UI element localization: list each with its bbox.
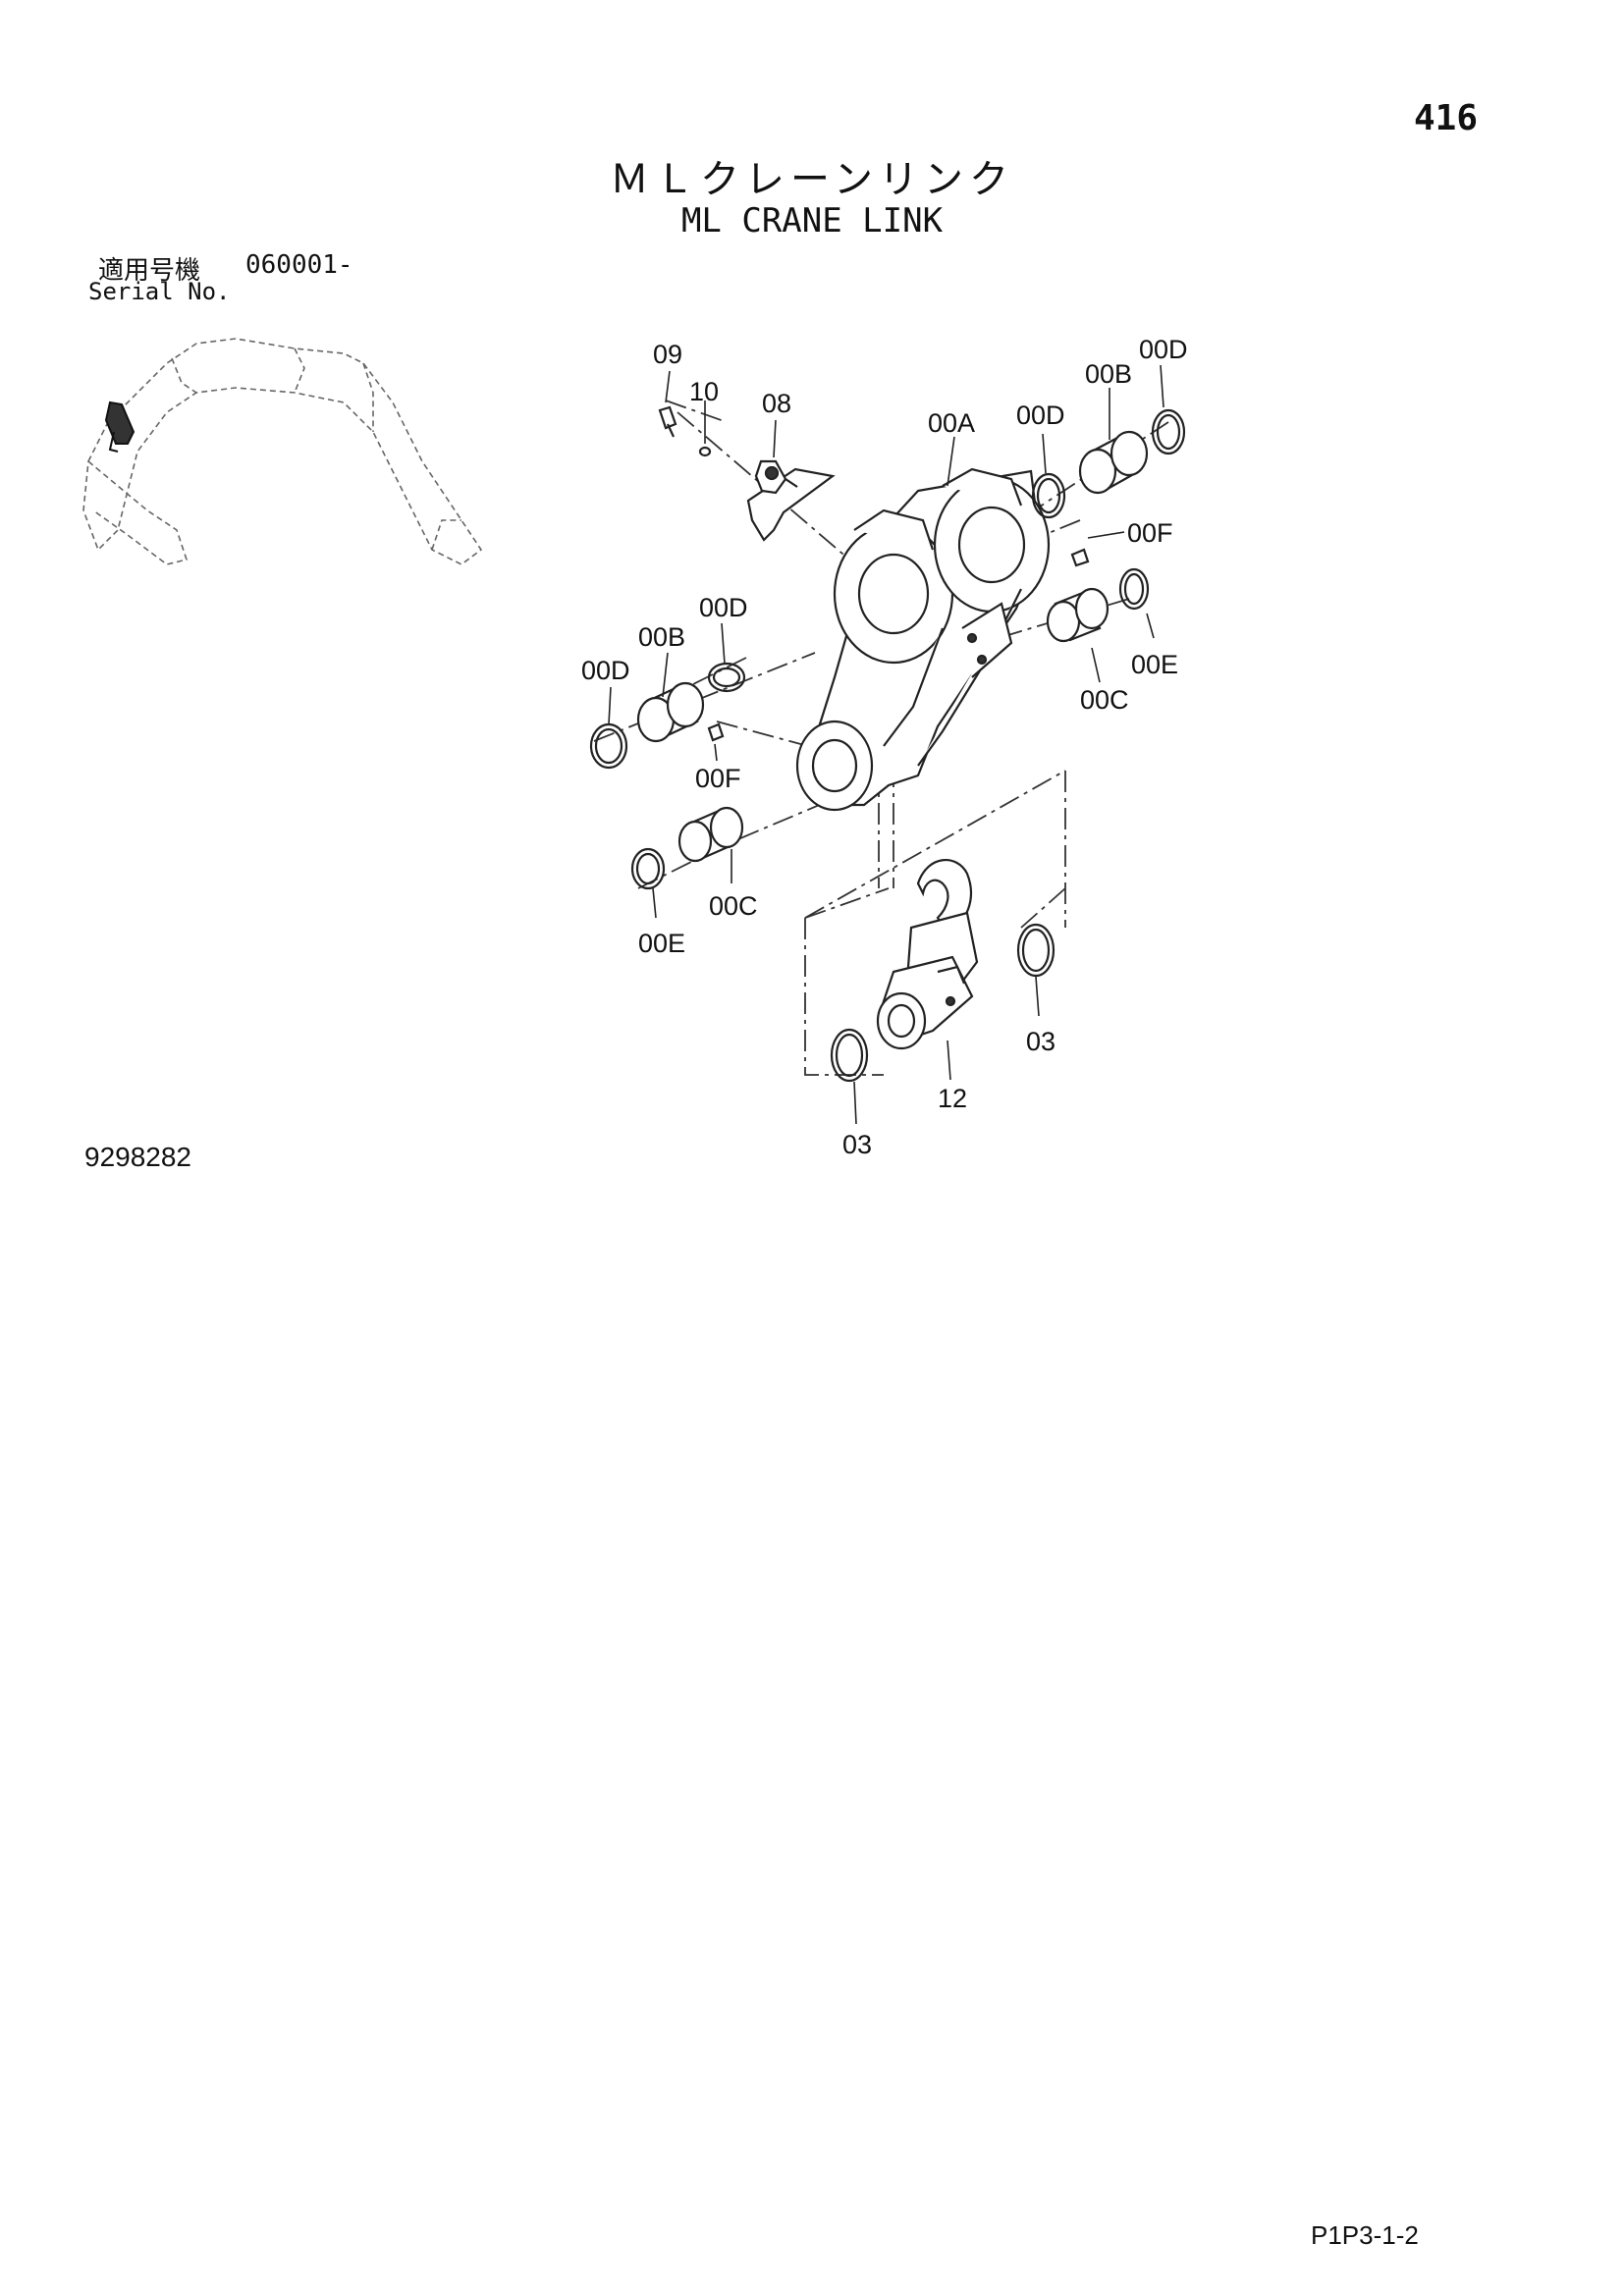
callout-00D-left: 00D: [581, 656, 630, 685]
leader-lines: [608, 364, 1164, 1125]
part-00F-grease-nipple-left: [707, 722, 725, 742]
part-00E-seal-left: [630, 847, 666, 890]
callout-10: 10: [689, 377, 719, 406]
part-00B-bushing-upper: [1078, 430, 1149, 495]
callout-00C-left: 00C: [709, 891, 758, 921]
part-00B-bushing-left: [636, 681, 705, 743]
drawing-number: 9298282: [84, 1142, 192, 1172]
part-00D-seal-upper-right: [1151, 408, 1186, 455]
part-00C-bushing-right: [1046, 587, 1110, 643]
callout-00E-left: 00E: [638, 929, 685, 958]
machine-location-thumbnail: [82, 338, 483, 565]
callout-03-right: 03: [1026, 1027, 1056, 1056]
callout-00B-upper: 00B: [1085, 359, 1132, 389]
crane-link-location-marker: [104, 400, 135, 453]
page-code: P1P3-1-2: [1311, 2220, 1419, 2250]
part-00E-seal-right: [1118, 567, 1150, 611]
serial-number-range: 060001-: [245, 250, 353, 280]
part-00D-seal-left-mid: [707, 662, 746, 693]
callout-00F-right: 00F: [1127, 518, 1173, 548]
callout-00C-right: 00C: [1080, 685, 1129, 715]
callout-00E-right: 00E: [1131, 650, 1178, 679]
part-12-hook-assembly: [876, 859, 979, 1050]
callout-00D-upper-right: 00D: [1139, 335, 1188, 364]
part-08-bracket: [746, 459, 836, 542]
callout-09: 09: [653, 340, 682, 369]
callout-00D-left-mid: 00D: [699, 593, 748, 622]
callout-00B-left: 00B: [638, 622, 685, 652]
part-00A-crane-link: [795, 467, 1051, 812]
part-09-bolt: [658, 405, 677, 438]
serial-label-english: Serial No.: [88, 278, 231, 305]
callout-00F-left: 00F: [695, 764, 741, 793]
callout-08: 08: [762, 389, 791, 418]
part-03-seal-bottom: [830, 1028, 869, 1083]
part-00F-grease-nipple-right: [1070, 548, 1090, 567]
part-00D-seal-upper-mid: [1031, 472, 1066, 519]
callout-00A: 00A: [928, 408, 975, 438]
callout-labels: 09 10 08 00A 00D 00B 00D 00F 00D 00B 00D…: [581, 335, 1188, 1159]
part-00D-seal-left: [589, 722, 628, 770]
page-title-english: ML CRANE LINK: [680, 201, 944, 240]
part-00C-bushing-left: [677, 806, 744, 863]
callout-03-bottom: 03: [842, 1130, 872, 1159]
page-title-japanese: ＭＬクレーンリンク: [610, 157, 1014, 202]
page-number: 416: [1414, 98, 1479, 138]
part-10-washer: [698, 446, 712, 457]
part-03-seal-right: [1016, 923, 1056, 978]
callout-00D-upper-mid: 00D: [1016, 400, 1065, 430]
serial-label-japanese: 適用号機: [98, 256, 201, 286]
callout-12: 12: [938, 1084, 967, 1113]
